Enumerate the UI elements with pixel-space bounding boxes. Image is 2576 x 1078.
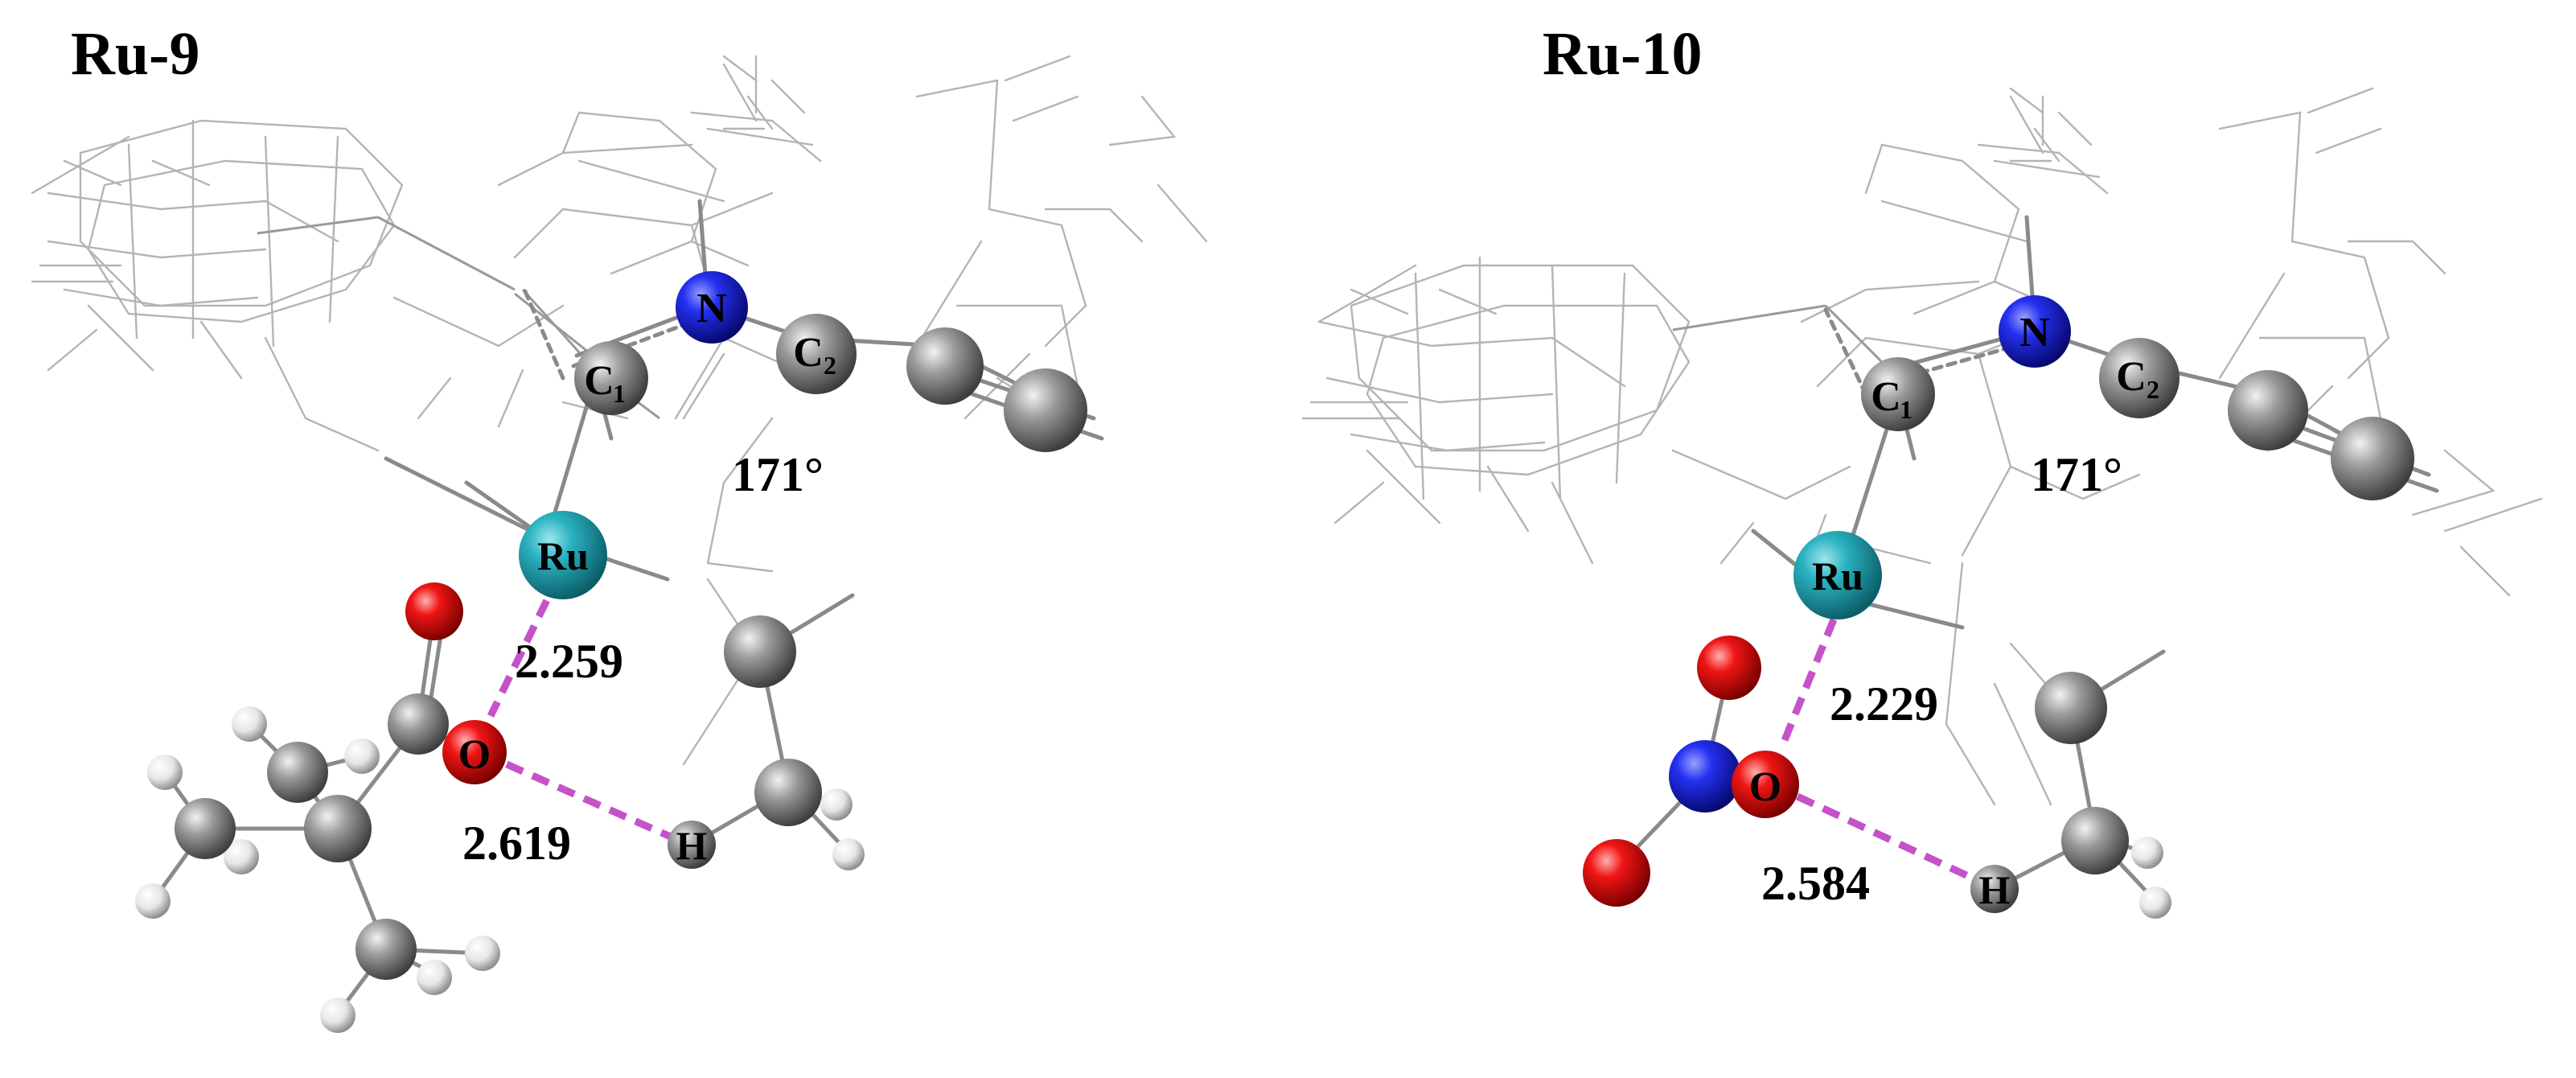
c2-subscript: 2 [824, 351, 836, 380]
oxygen-atom-bonded [442, 720, 507, 784]
oxygen-atom [1583, 839, 1650, 907]
carbon-atom [2061, 807, 2129, 874]
oxygen-atom [1697, 636, 1761, 700]
oxygen-label: O [458, 732, 491, 778]
angle-label: 171° [2031, 448, 2122, 501]
hydrogen-atom [320, 998, 355, 1033]
carbon-atom-c2 [776, 314, 857, 394]
c2-label: C [793, 330, 824, 376]
ru-o-distance-label: 2.229 [1830, 677, 1938, 730]
o-h-distance-label: 2.619 [462, 817, 571, 870]
c2-label: C [2116, 354, 2147, 400]
hydrogen-atom [832, 838, 865, 870]
hydrogen-atom-contact [668, 821, 716, 869]
c1-label: C [1871, 374, 1901, 420]
hydrogen-atom [344, 739, 380, 774]
panel-ru-9: Ru-9 [31, 20, 1208, 1033]
hydrogen-atom-contact [1970, 865, 2019, 913]
panel-title: Ru-10 [1543, 20, 1702, 88]
carbon-atom [1004, 368, 1087, 452]
wireframe-framework [31, 55, 1208, 573]
carbon-atom [175, 798, 236, 859]
hydrogen-label: H [676, 823, 708, 868]
angle-label: 171° [732, 448, 824, 501]
carbon-atom [2331, 417, 2414, 500]
carbon-atom [304, 795, 372, 862]
nitrogen-label: N [696, 286, 727, 331]
ru-o-contact-line [1777, 618, 1838, 750]
nitrogen-atom [676, 271, 748, 344]
hydrogen-atom [135, 883, 171, 919]
hydrogen-atom [2131, 837, 2163, 869]
ruthenium-atom [519, 511, 607, 599]
carbon-atom [754, 759, 822, 826]
hydrogen-atom [820, 788, 853, 821]
nitrogen-label: N [2019, 310, 2050, 356]
o-h-contact-line [505, 760, 681, 845]
carbon-atom [2228, 370, 2308, 451]
carbon-atom [355, 919, 417, 980]
hydrogen-atom [147, 755, 183, 790]
ruthenium-label: Ru [1812, 553, 1863, 599]
c1-label: C [584, 358, 614, 404]
o-h-distance-label: 2.584 [1761, 857, 1870, 910]
hydrogen-atom [417, 960, 452, 995]
c1-subscript: 1 [613, 379, 626, 408]
c1-subscript: 1 [1900, 395, 1912, 424]
carbon-atom-c2 [2099, 338, 2180, 418]
carbon-atom [388, 693, 449, 755]
panel-title: Ru-9 [71, 20, 199, 88]
carbon-atom [2035, 672, 2107, 744]
panel-ru-10: Ru-10 [1301, 20, 2543, 919]
carbon-atom-c1 [1861, 357, 1935, 431]
oxygen-atom-bonded [1732, 751, 1799, 818]
ruthenium-label: Ru [537, 533, 589, 578]
c2-subscript: 2 [2147, 375, 2159, 404]
hydrogen-atom [224, 839, 259, 874]
o-h-contact-line [1796, 792, 1980, 885]
carbon-atom [724, 615, 796, 688]
hydrogen-atom [2139, 887, 2171, 919]
backbone-bonds [1672, 215, 2439, 630]
hydrogen-atom [232, 706, 267, 742]
carbon-atom [906, 327, 984, 405]
carbon-atom [267, 742, 328, 803]
carbon-atom-c1 [574, 341, 648, 415]
hydrogen-atom [465, 936, 500, 971]
nitrogen-atom [1999, 295, 2071, 368]
nitrate-ligand: O [1583, 636, 1799, 907]
nitrogen-atom [1669, 740, 1741, 813]
oxygen-label: O [1749, 764, 1781, 810]
backbone-bonds [257, 199, 1104, 582]
hydrogen-label: H [1979, 867, 2011, 912]
oxygen-atom [405, 582, 463, 640]
ruthenium-atom [1793, 531, 1882, 619]
ru-o-distance-label: 2.259 [515, 635, 623, 688]
pivalate-ligand: O [135, 582, 507, 1033]
